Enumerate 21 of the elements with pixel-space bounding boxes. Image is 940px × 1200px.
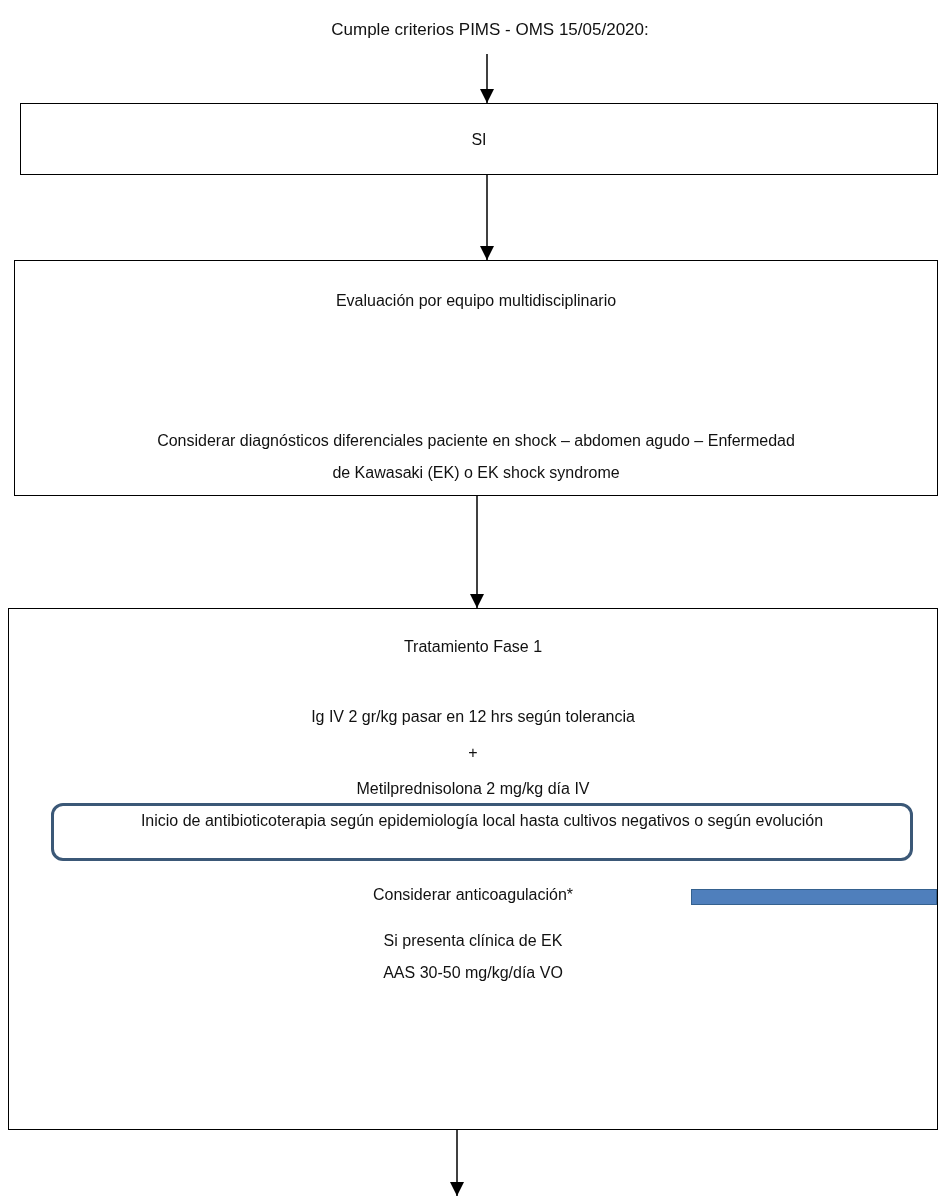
arrow — [480, 53, 494, 104]
box-text: Ig IV 2 gr/kg pasar en 12 hrs según tolerancia — [310, 707, 636, 727]
box-text: AAS 30-50 mg/kg/día VO — [382, 963, 564, 983]
box-text: + — [467, 743, 479, 763]
box-text: Evaluación por equipo multidisciplinario — [334, 291, 618, 311]
box-text: SI — [470, 130, 488, 150]
box-text: Tratamiento Fase 1 — [402, 637, 544, 657]
bar — [691, 889, 937, 905]
process-box — [14, 260, 938, 496]
criteria-text: Cumple criterios PIMS - OMS 15/05/2020: — [270, 14, 710, 46]
box-text: Considerar anticoagulación* — [371, 885, 575, 905]
box-text: Considerar diagnósticos diferenciales paciente en shock – abdomen agudo – Enfermedad de Kawasaki (EK) o EK shock syndrome — [156, 431, 796, 483]
arrow — [450, 1129, 464, 1197]
process-box — [20, 103, 938, 175]
box-text: Inicio de antibioticoterapia según epidemiología local hasta cultivos negativos o según evolución — [139, 811, 825, 831]
box-text: Metilprednisolona 2 mg/kg día IV — [355, 779, 591, 799]
arrow — [480, 174, 494, 261]
rounded-box — [51, 803, 913, 861]
process-box — [8, 608, 938, 1130]
box-text: Si presenta clínica de EK — [382, 931, 564, 951]
arrow — [470, 495, 484, 609]
